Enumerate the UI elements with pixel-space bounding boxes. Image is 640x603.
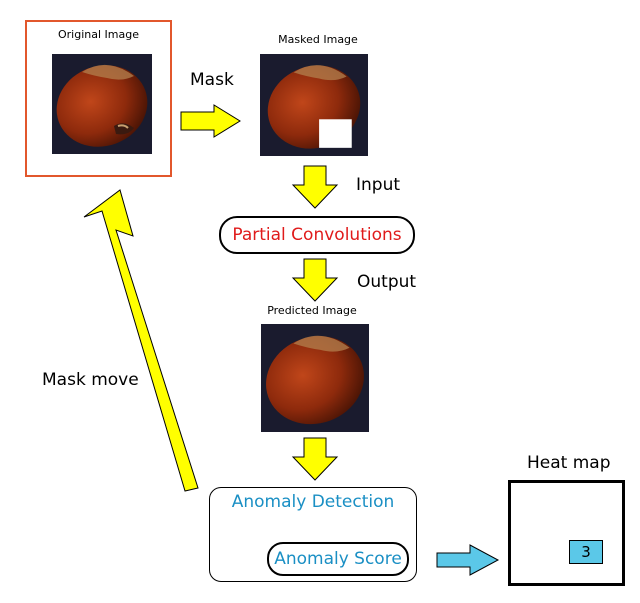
anomaly-score-box: Anomaly Score [267, 542, 409, 576]
original-image-label: Original Image [58, 28, 139, 41]
output-step-label: Output [357, 272, 417, 292]
original-image [52, 54, 152, 154]
heatmap-title: Heat map [527, 453, 611, 473]
masked-image-label: Masked Image [278, 33, 358, 46]
score-arrow [436, 544, 500, 576]
detection-arrow [291, 437, 339, 481]
masked-image [260, 54, 368, 156]
mask-move-label: Mask move [42, 370, 139, 390]
output-arrow [291, 258, 339, 302]
partial-convolutions-box: Partial Convolutions [219, 216, 415, 254]
heatmap-cell: 3 [569, 540, 603, 564]
heatmap-cell-value: 3 [581, 543, 591, 561]
partial-convolutions-label: Partial Convolutions [232, 225, 402, 245]
mask-step-label: Mask [190, 70, 234, 90]
original-image-frame [25, 20, 172, 177]
predicted-image [261, 324, 369, 432]
input-arrow [291, 165, 339, 209]
anomaly-score-label: Anomaly Score [274, 549, 402, 569]
heatmap-frame [508, 480, 625, 586]
anomaly-detection-label: Anomaly Detection [231, 492, 395, 512]
predicted-image-label: Predicted Image [267, 304, 357, 317]
input-step-label: Input [356, 175, 401, 195]
mask-arrow [180, 104, 241, 138]
